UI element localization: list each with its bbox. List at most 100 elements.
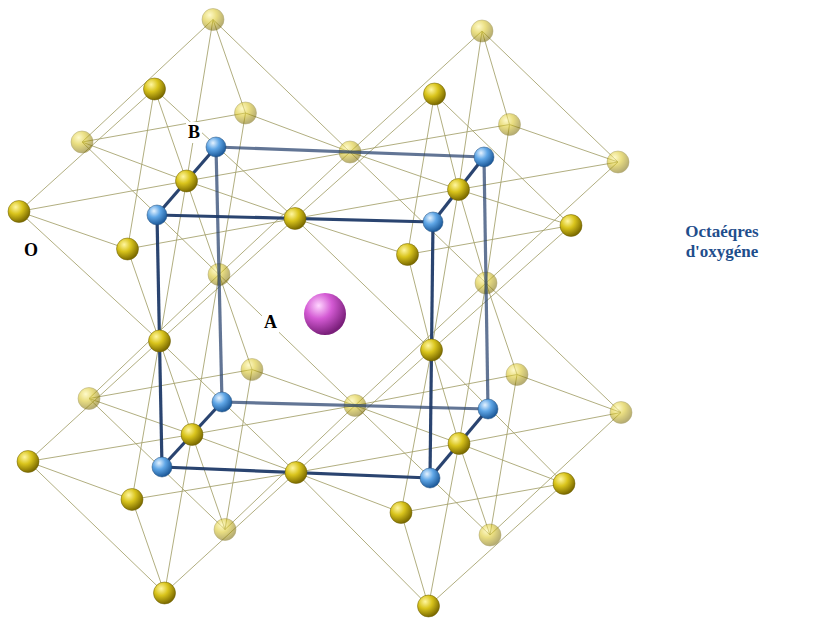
- octahedron-edge: [246, 113, 351, 152]
- oxygen-atom: [78, 388, 100, 410]
- oxygen-atom: [214, 519, 236, 541]
- oxygen-atom: [418, 595, 440, 617]
- octahedron-edge: [432, 226, 572, 351]
- oxygen-atom: [117, 238, 139, 260]
- legend-caption: Octaéqres d'oxygéne: [660, 222, 784, 261]
- oxygen-atom: [202, 9, 224, 31]
- octahedron-edge: [128, 89, 155, 249]
- octahedron-edge: [401, 513, 429, 607]
- octahedron-edge: [459, 283, 486, 444]
- octahedron-edge: [82, 142, 219, 275]
- octahedron-edge: [429, 484, 565, 607]
- oxygen-atom: [181, 424, 203, 446]
- oxygen-atom: [17, 451, 39, 473]
- unit-cell-edge: [216, 147, 484, 157]
- octahedron-edge: [219, 152, 350, 275]
- octahedron-edge: [28, 462, 165, 594]
- octahedron-edge: [435, 94, 572, 226]
- oxygen-atom: [424, 83, 446, 105]
- octahedron-edge: [192, 435, 296, 473]
- octahedron-edge: [432, 350, 565, 484]
- octahedron-edge: [132, 500, 165, 594]
- a-site-atom: [304, 293, 346, 335]
- octahedron-edge: [350, 152, 459, 190]
- oxygen-atom: [71, 131, 93, 153]
- octahedron-edge: [28, 462, 132, 500]
- octahedron-edge: [295, 94, 435, 219]
- front-oxygen-atoms: [8, 78, 582, 617]
- octahedron-edge: [350, 31, 482, 152]
- octahedron-edge: [89, 275, 219, 399]
- oxygen-atom: [285, 462, 307, 484]
- oxygen-atom: [144, 78, 166, 100]
- unit-cell-edge: [157, 147, 216, 215]
- octahedron-edge: [213, 20, 350, 153]
- octahedron-edge: [486, 283, 621, 413]
- oxygen-atom: [176, 170, 198, 192]
- octahedron-edge: [355, 406, 459, 444]
- octahedron-edge: [408, 255, 432, 351]
- octahedron-edge: [486, 162, 618, 283]
- octahedron-edge: [219, 113, 246, 275]
- oxygen-atom: [607, 151, 629, 173]
- unit-cell-edge: [222, 402, 488, 409]
- unit-cell-edge: [484, 157, 488, 409]
- b-site-atom: [420, 468, 440, 488]
- octahedron-edge: [482, 31, 510, 125]
- octahedron-edge: [89, 399, 225, 530]
- b-site-atom: [206, 137, 226, 157]
- b-site-atom: [478, 399, 498, 419]
- octahedron-edge: [132, 341, 160, 500]
- oxygen-atom: [479, 524, 501, 546]
- b-site-atom: [147, 205, 167, 225]
- octahedron-edge: [296, 444, 459, 473]
- oxygen-atom: [448, 433, 470, 455]
- oxygen-atom: [8, 201, 30, 223]
- octahedron-edge: [459, 444, 490, 536]
- oxygen-atom: [154, 582, 176, 604]
- octahedron-edge: [187, 181, 296, 219]
- octahedron-edge: [296, 473, 429, 607]
- oxygen-atom: [284, 208, 306, 230]
- oxygen-atom: [499, 114, 521, 136]
- octahedron-edge: [296, 350, 432, 473]
- oxygen-atom: [553, 473, 575, 495]
- oxygen-atom: [121, 489, 143, 511]
- b-site-atoms: [147, 137, 498, 488]
- b-site-atom: [212, 392, 232, 412]
- unit-cell-edge: [162, 402, 222, 467]
- oxygen-atom: [506, 364, 528, 386]
- oxygen-atom: [390, 502, 412, 524]
- octahedron-edge: [19, 212, 160, 342]
- octahedron-edge: [459, 444, 564, 484]
- unit-cell-edges: [157, 147, 488, 478]
- octahedron-edge: [355, 406, 490, 536]
- back-oxygen-atoms: [71, 9, 632, 547]
- oxygen-atom: [471, 20, 493, 42]
- unit-cell-edge: [216, 147, 222, 402]
- octahedron-edge: [219, 275, 252, 370]
- oxygen-atom: [421, 339, 443, 361]
- octahedron-edge: [401, 484, 564, 513]
- oxygen-atom: [560, 215, 582, 237]
- octahedron-edge: [355, 283, 486, 406]
- octahedron-edge: [160, 341, 297, 473]
- octahedron-edge: [132, 473, 296, 500]
- octahedron-edge: [160, 181, 187, 341]
- b-site-atom: [152, 457, 172, 477]
- octahedron-edge: [295, 219, 432, 351]
- octahedron-edge: [192, 435, 225, 530]
- unit-cell-edge: [430, 409, 488, 478]
- octahedron-edge: [82, 20, 213, 143]
- octahedron-edge: [490, 375, 517, 536]
- octahedron-edge: [225, 370, 252, 530]
- octahedra-edges: [19, 20, 621, 607]
- octahedron-edge: [155, 89, 296, 219]
- octahedron-edge: [350, 152, 486, 283]
- oxygen-atom: [610, 402, 632, 424]
- atom-label: B: [186, 122, 202, 143]
- octahedron-edge: [429, 444, 460, 607]
- octahedron-edge: [155, 89, 187, 181]
- octahedron-edge: [490, 413, 621, 536]
